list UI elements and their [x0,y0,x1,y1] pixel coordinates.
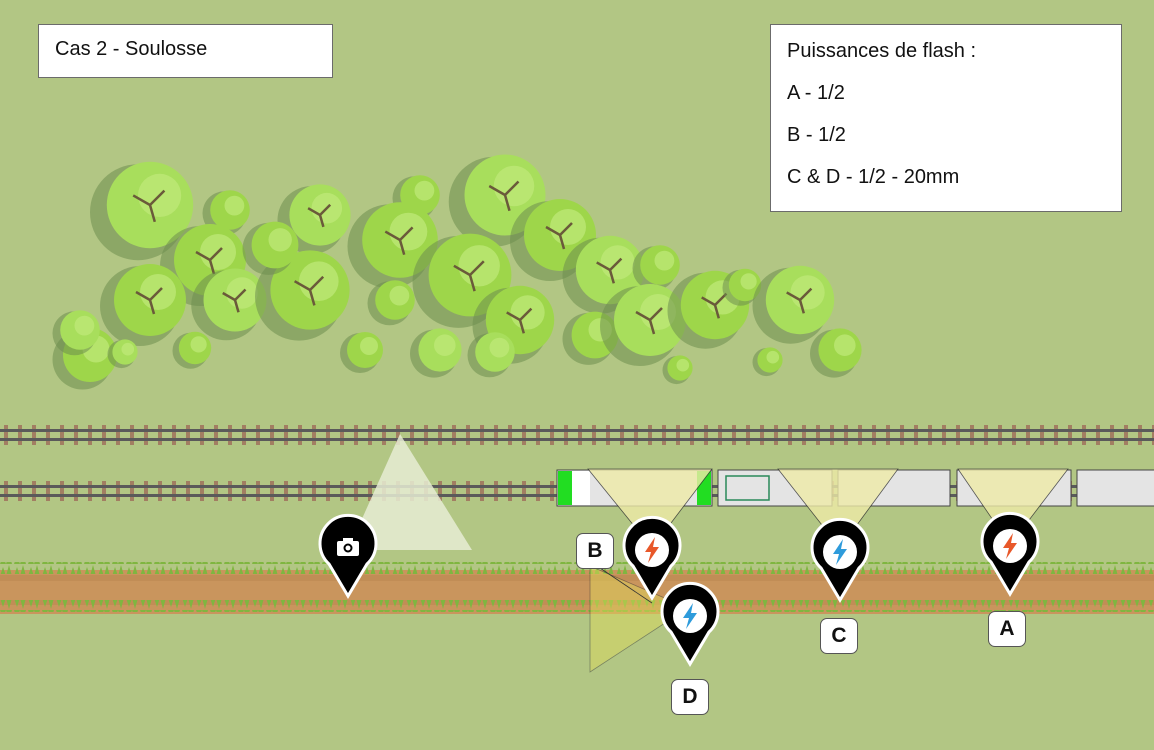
tree-branches [132,189,166,223]
flash-pin-b[interactable] [622,516,682,601]
light-cone-d [589,565,689,673]
tree-cluster [52,154,862,390]
light-cone-c [777,468,899,549]
legend-line-a: A - 1/2 [787,82,845,104]
label-d: D [671,679,709,715]
tree-highlight [414,180,435,201]
label-b: B [576,533,614,569]
tree-highlight [489,337,510,358]
legend-heading: Puissances de flash : [787,40,976,62]
tree-highlight [360,337,378,355]
camera-pin[interactable] [318,514,378,599]
tree-branches [307,203,332,228]
tree-branches [453,260,485,292]
tree-highlight [766,350,780,364]
tree-branches [506,307,533,334]
flash-pin-a[interactable] [980,512,1040,597]
tree-branches [488,180,520,212]
tree-branches [635,307,663,335]
lightning-bolt-icon [1003,533,1017,559]
label-a: A [988,611,1026,647]
legend-line-b: B - 1/2 [787,124,846,146]
tree-highlight [268,228,292,252]
rail-track-upper [0,425,1154,445]
legend-line-cd: C & D - 1/2 - 20mm [787,166,960,188]
page-title: Cas 2 - Soulosse [55,38,208,60]
tree-branches [786,287,813,314]
tree-branches [293,275,325,306]
title-box: Cas 2 - Soulosse [38,24,333,78]
lightning-bolt-icon [833,539,847,565]
tree-branches [222,288,247,313]
camera-view-cone [348,434,472,550]
tree-highlight [740,273,757,290]
tree-branches [195,247,223,275]
label-c: C [820,618,858,654]
light-cone-b [587,468,713,549]
lightning-bolt-icon [683,603,697,629]
tree-branches [596,257,623,284]
tree-highlight [654,250,675,271]
tree-highlight [389,285,410,306]
camera-icon [337,538,359,556]
flash-pin-c[interactable] [810,518,870,603]
tree-branches [135,287,163,315]
light-cone-a [957,468,1069,546]
flash-power-legend: Puissances de flash : A - 1/2 B - 1/2 C … [770,24,1122,212]
dirt-path [0,562,1154,614]
tree-highlight [224,195,245,216]
tree-branches [545,222,573,250]
tree-highlight [676,358,690,372]
tree-branches [384,226,414,256]
train-car-5 [1076,469,1154,507]
tree-highlight [121,342,135,356]
tree-highlight [190,336,207,353]
lightning-bolt-icon [645,537,659,563]
tree-highlight [74,315,95,336]
flash-pin-d[interactable] [660,582,720,667]
tree-highlight [434,334,456,357]
tree-highlight [834,334,856,357]
